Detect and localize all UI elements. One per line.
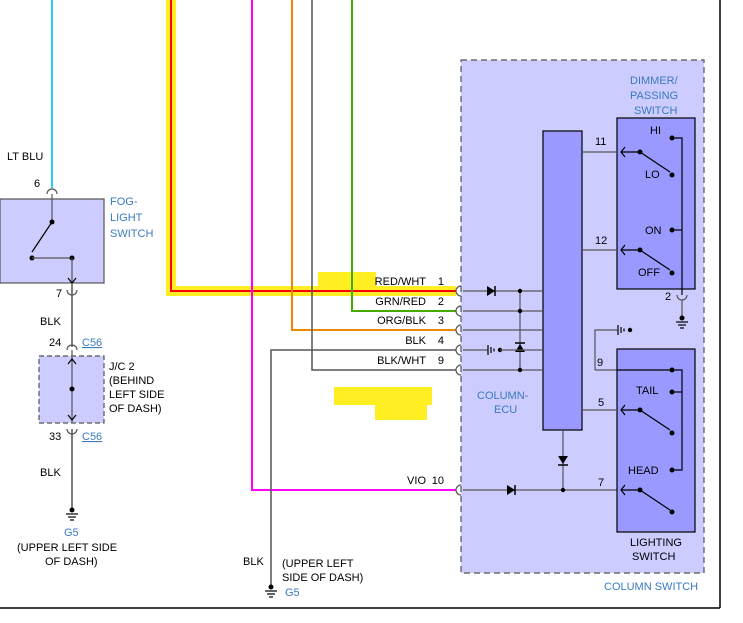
ground-symbol-left — [66, 507, 78, 521]
lighting-switch-box — [616, 348, 696, 533]
dimmer-pin-11: 11 — [595, 136, 606, 148]
fog-switch-label-2: LIGHT — [110, 212, 143, 224]
wires — [51, 0, 456, 587]
lighting-internal — [582, 367, 683, 515]
wire-color-label: BLK — [405, 335, 426, 347]
pin-connector — [455, 344, 462, 356]
blk-label-mid: BLK — [40, 316, 61, 328]
dimmer-label-2: PASSING — [630, 90, 678, 102]
pin-number: 2 — [438, 296, 444, 308]
wire-blk-wht — [311, 0, 456, 371]
dimmer-label-1: DIMMER/ — [630, 75, 679, 87]
ecu-internal-wiring — [463, 286, 617, 495]
column-switch-label: COLUMN SWITCH — [604, 581, 698, 593]
wire-red-wht — [170, 0, 456, 292]
dimmer-pos-hi: HI — [650, 125, 661, 137]
fog-switch-label-1: FOG- — [110, 196, 138, 208]
pin-row: BLK 4 — [405, 335, 462, 356]
dimmer-pin-12: 12 — [595, 235, 607, 247]
lighting-pin-7: 7 — [598, 477, 604, 489]
pin-row: GRN/RED 2 — [375, 296, 462, 317]
ecu-label-1: COLUMN- — [477, 390, 529, 402]
pin-connector — [455, 324, 462, 336]
dimmer-switch-box — [616, 117, 696, 290]
lighting-pin-9: 9 — [597, 357, 603, 369]
wire-color-label: BLK/WHT — [377, 355, 426, 367]
jc-pin-bottom: 33 — [49, 431, 61, 443]
fog-pin-top: 6 — [34, 178, 40, 190]
pin-connector — [455, 285, 462, 297]
lighting-label-1: LIGHTING — [630, 537, 682, 549]
wire-grn-red — [351, 0, 456, 312]
lighting-pos-tail: TAIL — [636, 385, 658, 397]
blk-ground-label: BLK — [243, 556, 264, 568]
jc-internal — [67, 350, 77, 423]
pin-connector — [455, 364, 462, 376]
pin-row: RED/WHT 1 — [375, 276, 462, 297]
jc-connector-top — [66, 344, 78, 351]
dimmer-pos-off: OFF — [638, 267, 660, 279]
blk-label-low: BLK — [40, 467, 61, 479]
dimmer-internal — [582, 135, 688, 329]
jc-conn-bottom: C56 — [82, 431, 102, 443]
dimmer-label-3: SWITCH — [634, 105, 677, 117]
ground-label-left-1: (UPPER LEFT SIDE — [17, 542, 117, 554]
lt-blu-label: LT BLU — [7, 151, 43, 163]
ground-label-mid-2: SIDE OF DASH) — [282, 572, 363, 584]
jc-label-2: (BEHIND — [109, 375, 154, 387]
pin-row: VIO 10 — [407, 475, 462, 496]
wire-color-label: VIO — [407, 475, 426, 487]
highlight-mark-2 — [334, 387, 432, 405]
lighting-pin-5: 5 — [598, 397, 604, 409]
ground-id-mid: G5 — [285, 587, 300, 599]
jc-label-4: OF DASH) — [109, 403, 162, 415]
wire-org-blk — [291, 0, 456, 331]
lighting-pos-head: HEAD — [628, 465, 659, 477]
wire-color-label: RED/WHT — [375, 276, 427, 288]
jc-conn-top: C56 — [82, 337, 102, 349]
pin-connector — [455, 484, 462, 496]
dimmer-pos-lo: LO — [645, 169, 660, 181]
fog-switch-label-3: SWITCH — [110, 228, 153, 240]
ecu-label-2: ECU — [494, 404, 517, 416]
ground-label-left-2: OF DASH) — [45, 556, 98, 568]
fog-pin-bottom: 7 — [56, 288, 62, 300]
wire-color-label: GRN/RED — [375, 296, 426, 308]
pin-number: 3 — [438, 315, 444, 327]
pin-row: BLK/WHT 9 — [377, 355, 462, 376]
ground-symbol-mid — [265, 584, 277, 598]
pin-number: 10 — [432, 475, 444, 487]
fog-switch-contacts — [29, 194, 77, 284]
lighting-ground — [594, 325, 633, 371]
ground-label-mid-1: (UPPER LEFT — [282, 558, 354, 570]
dimmer-pos-on: ON — [645, 225, 662, 237]
pin-number: 1 — [438, 276, 444, 288]
lighting-label-2: SWITCH — [632, 551, 675, 563]
pin-number: 9 — [438, 355, 444, 367]
jc-label-3: LEFT SIDE — [109, 389, 164, 401]
highlight-mark-1 — [318, 272, 376, 290]
jc-pin-top: 24 — [49, 337, 61, 349]
dimmer-pin-2: 2 — [665, 291, 671, 303]
fog-connector-top — [46, 188, 58, 195]
wire-blk-ground — [270, 349, 456, 587]
pin-number: 4 — [438, 335, 444, 347]
pin-connector — [455, 305, 462, 317]
wire-vio — [251, 0, 456, 491]
ground-id-left: G5 — [64, 527, 79, 539]
wire-color-label: ORG/BLK — [377, 315, 427, 327]
highlight-mark-3 — [375, 405, 427, 420]
pin-row: ORG/BLK 3 — [377, 315, 462, 336]
jc-label-1: J/C 2 — [109, 361, 135, 373]
column-ecu-block — [542, 130, 583, 431]
